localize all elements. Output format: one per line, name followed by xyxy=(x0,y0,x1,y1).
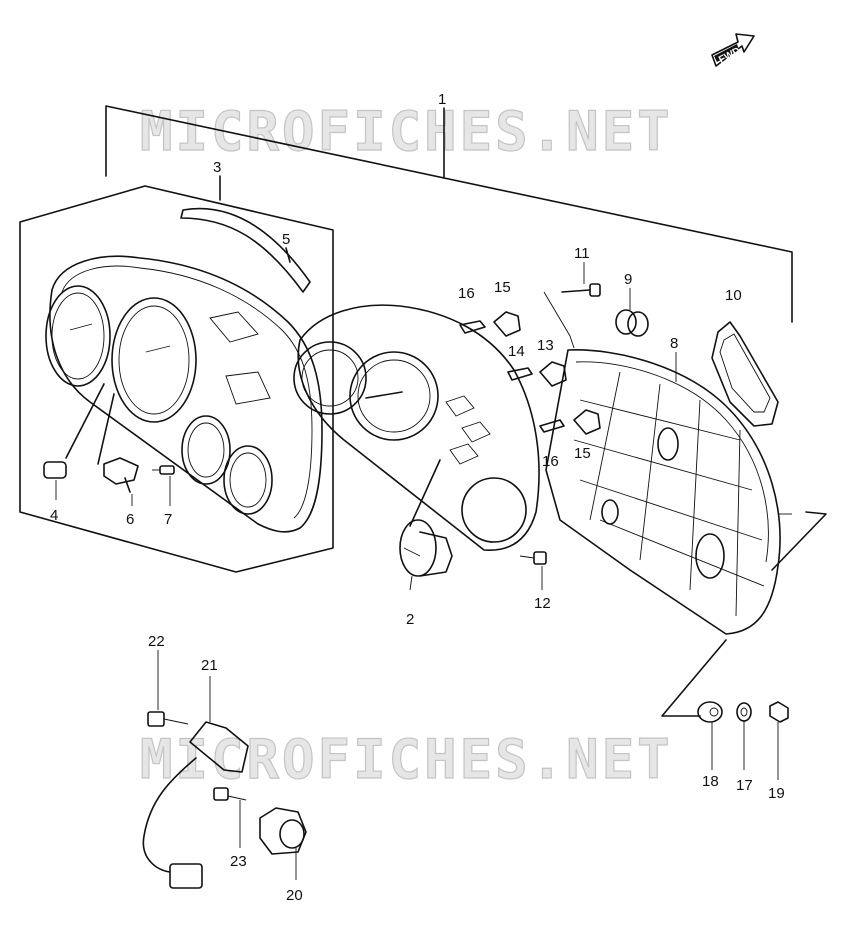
callout-22: 22 xyxy=(148,633,165,650)
watermark-top: MICROFICHES.NET xyxy=(140,100,673,163)
lens-strip xyxy=(180,175,311,293)
gauge-unit xyxy=(399,519,453,577)
sensor-harness xyxy=(142,711,307,889)
bulb-socket-group xyxy=(459,311,601,435)
callout-9: 9 xyxy=(624,271,632,288)
bracket-10 xyxy=(711,321,779,427)
callout-17: 17 xyxy=(736,777,753,794)
callout-5: 5 xyxy=(282,231,290,248)
callout-8: 8 xyxy=(670,335,678,352)
callout-3: 3 xyxy=(213,159,221,176)
forward-arrow-text: FWD xyxy=(717,46,742,66)
meter-body xyxy=(293,304,540,551)
callout-2: 2 xyxy=(406,611,414,628)
screw-11 xyxy=(543,283,601,349)
callout-16b: 16 xyxy=(542,453,559,470)
callout-11: 11 xyxy=(574,245,590,262)
callout-21: 21 xyxy=(201,657,218,674)
callout-1: 1 xyxy=(438,91,446,108)
meter-case-box xyxy=(19,185,334,573)
callout-20: 20 xyxy=(286,887,303,904)
callout-16a: 16 xyxy=(458,285,475,302)
callout-23: 23 xyxy=(230,853,247,870)
callout-18: 18 xyxy=(702,773,719,790)
callout-19: 19 xyxy=(768,785,785,802)
callout-10: 10 xyxy=(725,287,742,304)
screw-12 xyxy=(519,551,547,565)
callout-4: 4 xyxy=(50,507,58,524)
callout-13: 13 xyxy=(537,337,554,354)
watermark-bottom: MICROFICHES.NET xyxy=(140,728,673,791)
callout-6: 6 xyxy=(126,511,134,528)
grommet-9 xyxy=(615,309,649,337)
callout-15a: 15 xyxy=(494,279,511,296)
leader-lines xyxy=(55,262,779,880)
rear-case xyxy=(545,349,827,717)
bulb-socket-parts xyxy=(43,383,175,493)
callout-15b: 15 xyxy=(574,445,591,462)
callout-labels: 1 2 3 4 5 6 7 8 9 10 11 12 13 14 15 15 1… xyxy=(50,91,785,904)
callout-7: 7 xyxy=(164,511,172,528)
forward-arrow-icon: FWD xyxy=(711,33,755,67)
callout-14: 14 xyxy=(508,343,525,360)
assembly-bracket xyxy=(105,105,793,323)
washers-nuts xyxy=(697,701,789,723)
meter-outer-case xyxy=(45,255,323,533)
callout-12: 12 xyxy=(534,595,551,612)
